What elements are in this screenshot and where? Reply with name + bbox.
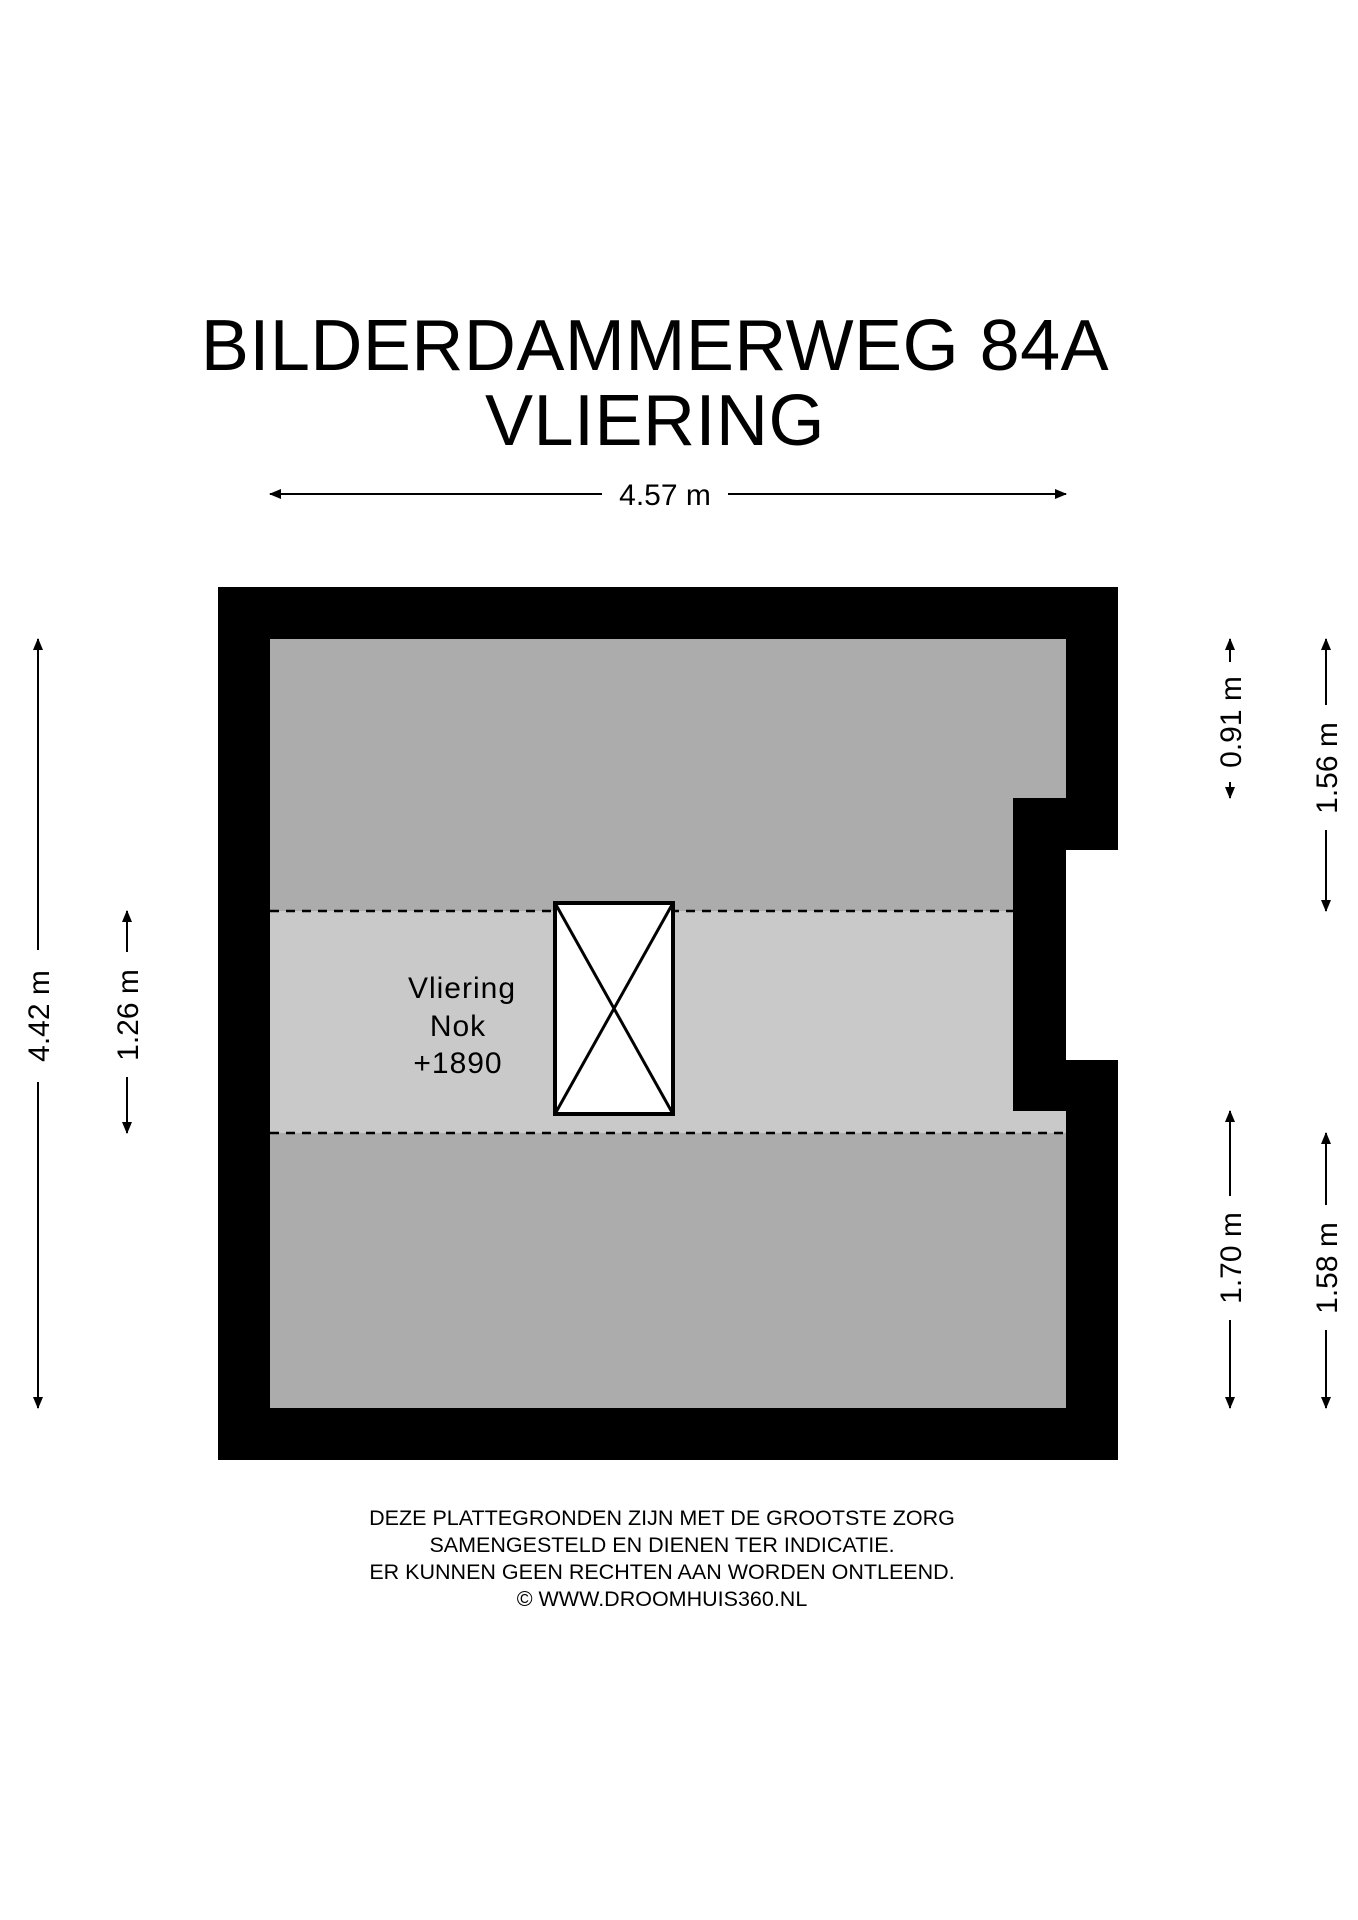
dimension-right-bottom-large: 1.58 m bbox=[1311, 1132, 1344, 1409]
chimney-block bbox=[1013, 798, 1066, 1111]
dimension-height-left: 4.42 m bbox=[23, 638, 56, 1409]
dimension-height-label: 4.42 m bbox=[23, 970, 56, 1062]
disclaimer-line-3: ER KUNNEN GEEN RECHTEN AAN WORDEN ONTLEE… bbox=[369, 1560, 955, 1584]
dimension-right-bottom-large-label: 1.58 m bbox=[1311, 1222, 1344, 1314]
disclaimer-block: DEZE PLATTEGRONDEN ZIJN MET DE GROOTSTE … bbox=[0, 1505, 1324, 1613]
dimension-right-bottom-small-label: 1.70 m bbox=[1215, 1212, 1248, 1304]
room-level-label: +1890 bbox=[413, 1047, 502, 1080]
disclaimer-line-2: SAMENGESTELD EN DIENEN TER INDICATIE. bbox=[429, 1533, 895, 1557]
dimension-right-top-large-label: 1.56 m bbox=[1311, 722, 1344, 814]
room-sub-label: Nok bbox=[430, 1010, 486, 1043]
floor-lower-zone-bottom bbox=[270, 1133, 1066, 1408]
floor-lower-zone-top bbox=[270, 639, 1066, 911]
dimension-right-top-small: 0.91 m bbox=[1215, 638, 1248, 799]
plan-title-address: BILDERDAMMERWEG 84A bbox=[200, 306, 1110, 386]
dimension-right-top-large: 1.56 m bbox=[1311, 638, 1344, 912]
roof-window bbox=[553, 901, 675, 1116]
dimension-right-bottom-small: 1.70 m bbox=[1215, 1110, 1248, 1409]
dimension-ridge-left: 1.26 m bbox=[112, 910, 145, 1134]
plan-title-floor: VLIERING bbox=[484, 381, 826, 461]
disclaimer-line-4: © WWW.DROOMHUIS360.NL bbox=[516, 1587, 808, 1611]
disclaimer-line-1: DEZE PLATTEGRONDEN ZIJN MET DE GROOTSTE … bbox=[369, 1506, 955, 1530]
dimension-width-top: 4.57 m bbox=[269, 479, 1067, 512]
room-name-label: Vliering bbox=[408, 972, 516, 1005]
dimension-right-top-small-label: 0.91 m bbox=[1215, 676, 1248, 768]
dimension-width-label: 4.57 m bbox=[619, 479, 711, 512]
dimension-ridge-label: 1.26 m bbox=[112, 969, 145, 1061]
